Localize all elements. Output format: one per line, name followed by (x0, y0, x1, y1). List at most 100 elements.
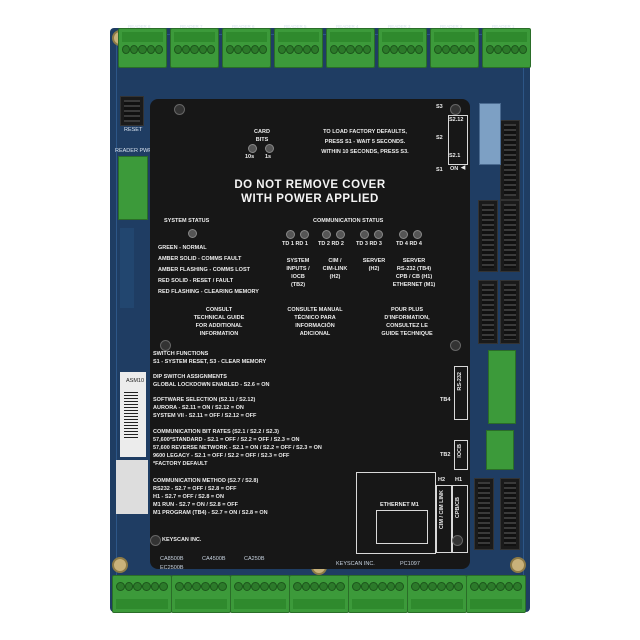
reader-terminal-block[interactable] (222, 28, 271, 68)
input-terminal-block[interactable] (230, 575, 290, 613)
input-terminal-block[interactable] (348, 575, 408, 613)
software-selection-line: SYSTEM VII - S2.11 = OFF / S2.12 = OFF (153, 413, 257, 419)
tb4-label: TB4 (440, 397, 451, 403)
reader-terminal-block[interactable] (378, 28, 427, 68)
comm-method-line: H1 - S2.7 = OFF / S2.8 = ON (153, 494, 224, 500)
cover-standoff (452, 535, 463, 546)
cover-standoff (174, 104, 185, 115)
switch-functions: SWITCH FUNCTIONS S1 - SYSTEM RESET, S3 -… (153, 350, 266, 366)
reader-terminal-block[interactable] (430, 28, 479, 68)
card-bits-10s-led (248, 144, 257, 153)
dip-switch-title: DIP SWITCH ASSIGNMENTS (153, 374, 227, 380)
dip-switch-assignments: DIP SWITCH ASSIGNMENTS GLOBAL LOCKDOWN E… (153, 373, 269, 389)
reader-label: READER 5 (284, 24, 307, 29)
input-terminal-block[interactable] (171, 575, 231, 613)
comm-status-led (360, 230, 369, 239)
card-bits-1s-led (265, 144, 274, 153)
bit-rates-line: 57,600*STANDARD - S2.1 = OFF / S2.2 = OF… (153, 437, 300, 443)
switch-s2-label: S2 (436, 135, 443, 141)
iocb-window (454, 440, 468, 470)
factory-defaults-line: PRESS S1 - WAIT 5 SECONDS. (324, 139, 406, 145)
system-status-item: AMBER SOLID - COMMS FAULT (158, 256, 242, 262)
software-selection: SOFTWARE SELECTION (S2.11 / S2.12) AUROR… (153, 396, 256, 420)
right-header-1 (500, 120, 520, 200)
rs232-window (454, 366, 468, 420)
system-status-title: SYSTEM STATUS (164, 218, 210, 224)
part-code: CA8500B (160, 556, 184, 562)
reader-label: READER 1 (492, 24, 515, 29)
input-terminal-block[interactable] (466, 575, 526, 613)
td-rd-pair-2: TD 2 RD 2 (318, 241, 344, 247)
h2-label: H2 (438, 477, 446, 483)
comm-status-led (336, 230, 345, 239)
cpb-window (452, 485, 468, 553)
power-terminal-block[interactable] (118, 156, 148, 220)
system-status-led (188, 229, 197, 238)
right-header-2 (500, 200, 520, 272)
reader-label: READER 6 (232, 24, 255, 29)
comm-method: COMMUNICATION METHOD (S2.7 / S2.8) RS232… (153, 477, 268, 517)
bit-rates-line: *FACTORY DEFAULT (153, 461, 208, 467)
part-code: CA4500B (202, 556, 226, 562)
right-header-4 (478, 200, 498, 272)
barcode (124, 392, 138, 440)
mounting-hole (510, 557, 526, 573)
ethernet-window (356, 472, 436, 554)
system-status-item: AMBER FLASHING - COMMS LOST (158, 267, 250, 273)
reader-terminal-block[interactable] (170, 28, 219, 68)
reader-terminal-block[interactable] (274, 28, 323, 68)
switch-s1-label: S1 (436, 167, 443, 173)
reader-terminal-block[interactable] (482, 28, 531, 68)
comm-method-line: M1 RUN - S2.7 = ON / S2.8 = OFF (153, 502, 238, 508)
software-selection-line: AURORA - S2.11 = ON / S2.12 = ON (153, 405, 244, 411)
on-arrow-icon: ◀ (461, 165, 466, 171)
rs232-label: RS-232 (457, 372, 463, 391)
comm-status-led (300, 230, 309, 239)
mounting-hole (112, 557, 128, 573)
cover-standoff (150, 535, 161, 546)
tb2-label: TB2 (440, 452, 451, 458)
rs232-terminal-block[interactable] (488, 350, 516, 424)
comm-col-cim: CIM /CIM-LINK(H2) (322, 258, 348, 280)
card-bits-10s: 10s (245, 154, 255, 160)
input-terminal-block[interactable] (407, 575, 467, 613)
input-terminal-block[interactable] (289, 575, 349, 613)
comm-status-led (399, 230, 408, 239)
input-terminal-block[interactable] (112, 575, 172, 613)
reader-pwr-label: READER PWR (115, 148, 153, 154)
maker-label: KEYSCAN INC. (336, 561, 375, 567)
comm-status-title: COMMUNICATION STATUS (313, 218, 384, 224)
reader-label: READER 2 (440, 24, 463, 29)
reader-terminal-block[interactable] (326, 28, 375, 68)
comm-method-title: COMMUNICATION METHOD (S2.7 / S2.8) (153, 478, 259, 484)
comm-method-line: RS232 - S2.7 = OFF / S2.8 = OFF (153, 486, 237, 492)
comm-status-led (322, 230, 331, 239)
iocb-terminal-block[interactable] (486, 430, 514, 470)
cpb-label: CPB/CB (455, 497, 461, 519)
card-bits-1s: 1s (265, 154, 272, 160)
warning-line-2: WITH POWER APPLIED (241, 193, 379, 205)
reader-terminal-block[interactable] (118, 28, 167, 68)
switch-functions-line: S1 - SYSTEM RESET, S3 - CLEAR MEMORY (153, 359, 267, 365)
card-bits-title: CARD BITS (254, 129, 270, 143)
dip-switch-s2[interactable] (479, 103, 501, 165)
td-rd-pair-1: TD 1 RD 1 (282, 241, 308, 247)
reader-label: READER 7 (180, 24, 203, 29)
cover-standoff (160, 340, 171, 351)
ethernet-label: ETHERNET M1 (380, 502, 419, 508)
reader-label: READER 8 (128, 24, 151, 29)
comm-col-server: SERVER(H2) (362, 258, 386, 272)
factory-defaults-line: TO LOAD FACTORY DEFAULTS, (323, 129, 407, 135)
comm-status-led (413, 230, 422, 239)
h1-label: H1 (455, 477, 463, 483)
system-status-item: RED FLASHING - CLEARING MEMORY (158, 289, 259, 295)
white-label-pad (116, 460, 148, 514)
factory-defaults-note: TO LOAD FACTORY DEFAULTS, PRESS S1 - WAI… (300, 127, 430, 157)
switch-functions-title: SWITCH FUNCTIONS (153, 351, 209, 357)
ethernet-port-outline (376, 510, 428, 544)
dip-on-label: ON (450, 166, 459, 172)
comm-status-led (374, 230, 383, 239)
